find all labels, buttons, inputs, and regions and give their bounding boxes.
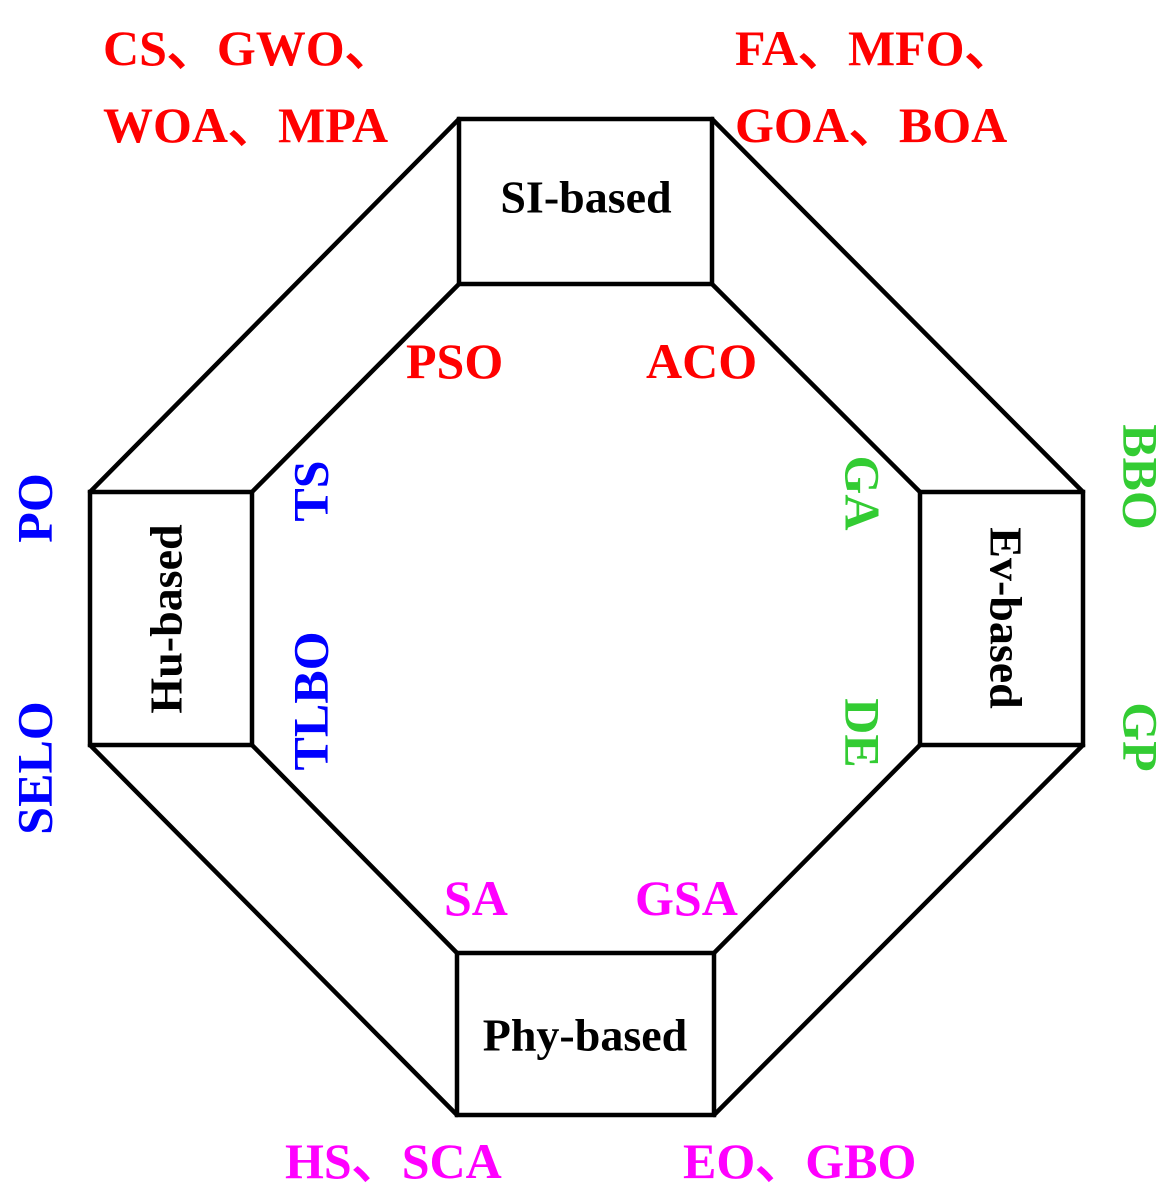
si-outer-left-line1: CS、GWO、 bbox=[103, 20, 395, 76]
ev-inner-top: GA bbox=[835, 456, 891, 531]
si-based-label: SI-based bbox=[500, 172, 672, 223]
ev-inner-bottom: DE bbox=[835, 698, 891, 767]
si-outer-left-line2: WOA、MPA bbox=[103, 97, 388, 153]
phy-inner-left: SA bbox=[444, 870, 508, 926]
si-based-box bbox=[456, 116, 715, 287]
inner-edge-top-right bbox=[709, 281, 923, 495]
si-outer-right-line1: FA、MFO、 bbox=[735, 20, 1015, 76]
outer-edge-bottom-left bbox=[87, 742, 460, 1118]
hu-based-box bbox=[87, 489, 255, 748]
inner-edge-bottom-right bbox=[711, 742, 923, 956]
hu-based-label: Hu-based bbox=[141, 524, 192, 714]
ev-based-box bbox=[917, 489, 1086, 748]
outer-edge-top-left bbox=[87, 116, 462, 495]
phy-based-box bbox=[454, 950, 717, 1118]
inner-edge-bottom-left bbox=[249, 742, 460, 956]
hu-outer-top: PO bbox=[6, 473, 62, 542]
phy-based-label: Phy-based bbox=[483, 1010, 688, 1061]
ev-outer-bottom: GP bbox=[1113, 702, 1169, 771]
outer-edge-top-right bbox=[709, 116, 1086, 495]
si-outer-right-line2: GOA、BOA bbox=[735, 97, 1007, 153]
outer-edge-bottom-right bbox=[711, 742, 1086, 1118]
si-inner-left: PSO bbox=[406, 333, 503, 389]
ev-outer-top: BBO bbox=[1113, 424, 1169, 530]
si-inner-right: ACO bbox=[646, 333, 757, 389]
phy-inner-right: GSA bbox=[635, 870, 738, 926]
phy-outer-right: EO、GBO bbox=[683, 1133, 916, 1189]
hu-outer-bottom: SELO bbox=[6, 701, 62, 834]
hu-inner-top: TS bbox=[282, 460, 338, 521]
inner-edge-top-left bbox=[249, 281, 462, 495]
phy-outer-left: HS、SCA bbox=[285, 1133, 502, 1189]
ev-based-label: Ev-based bbox=[980, 527, 1031, 709]
hu-inner-bottom: TLBO bbox=[282, 632, 338, 771]
